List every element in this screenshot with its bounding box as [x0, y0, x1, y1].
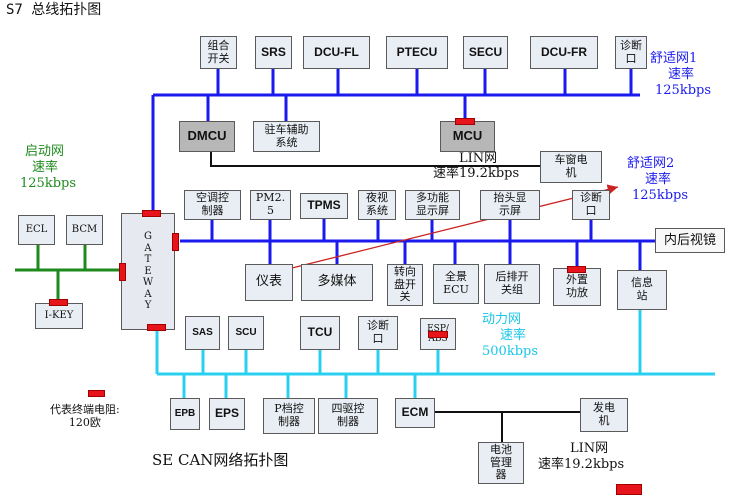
terminator-ikey — [49, 299, 68, 306]
annotation-arrow — [291, 184, 619, 269]
node-ikey: I-KEY — [35, 303, 83, 329]
node-ecl: ECL — [18, 215, 55, 245]
start-bus-name: 启动网 — [25, 144, 65, 159]
node-parking-assist: 驻车辅助 系统 — [253, 121, 320, 152]
node-epb: EPB — [170, 398, 200, 430]
node-rear-switch: 后排开 关组 — [484, 264, 540, 304]
terminator-gateway-right — [172, 233, 179, 251]
node-panoramic-ecu: 全景 ECU — [433, 264, 479, 304]
node-night-vision: 夜视 系统 — [358, 190, 396, 220]
node-inner-mirror: 内后视镜 — [655, 228, 725, 253]
comfort-bus-1-speed: 125kbps — [655, 83, 712, 98]
node-sas: SAS — [185, 316, 220, 350]
node-ptecu: PTECU — [386, 36, 448, 69]
lin-bus-2-name: LIN网 — [570, 441, 609, 456]
comfort-bus-2-speed: 125kbps — [632, 188, 689, 203]
node-awd: 四驱控 制器 — [318, 398, 378, 434]
lin-bus-1-speed: 速率19.2kbps — [433, 166, 520, 181]
terminator-ambient — [567, 266, 586, 273]
terminator-gateway-top — [142, 210, 161, 217]
comfort-bus-2-lines — [180, 219, 655, 270]
comfort-bus-1-name: 舒适网1 — [650, 51, 698, 66]
node-secu: SECU — [463, 36, 508, 69]
node-pm25: PM2. 5 — [250, 190, 291, 220]
node-diag-port-3: 诊断 口 — [358, 316, 398, 350]
node-dcu-fr: DCU-FR — [530, 36, 598, 69]
terminator-gateway-bottom — [147, 324, 166, 331]
diagram-caption: SE CAN网络拓扑图 — [152, 451, 289, 469]
comfort-bus-2-name: 舒适网2 — [627, 156, 675, 171]
start-bus-speed: 125kbps — [20, 176, 77, 191]
comfort-bus-1-speed-label: 速率 — [668, 67, 695, 82]
node-steering-switch: 转向 盘开 关 — [387, 264, 423, 306]
corner-mark — [616, 484, 642, 495]
node-mcu: MCU — [440, 121, 495, 152]
node-srs: SRS — [255, 36, 292, 69]
node-hud: 抬头显 示屏 — [480, 190, 540, 220]
node-scu: SCU — [228, 316, 264, 350]
node-tcu: TCU — [300, 316, 340, 350]
node-bcm: BCM — [66, 215, 103, 245]
lin-bus-2-speed: 速率19.2kbps — [538, 457, 625, 472]
node-diag-port-2: 诊断 口 — [572, 190, 610, 220]
comfort-bus-2-speed-label: 速率 — [645, 172, 672, 187]
node-gateway: G A T E W A Y — [121, 213, 175, 330]
node-battery-mgr: 电池 管理 器 — [478, 442, 524, 484]
node-esp-abs: ESP/ ABS — [420, 318, 456, 350]
terminator-mcu — [455, 118, 475, 125]
node-dmcu: DMCU — [179, 121, 235, 152]
legend-terminator-swatch — [88, 390, 105, 397]
node-diag-port-1: 诊断 口 — [615, 36, 647, 69]
node-eps: EPS — [209, 398, 245, 430]
power-bus-speed-label: 速率 — [500, 328, 527, 343]
node-ecm: ECM — [395, 398, 435, 428]
lin-bus-1-name: LIN网 — [459, 151, 498, 166]
node-window-motor: 车窗电 机 — [540, 151, 602, 183]
node-multi-display: 多功能 显示屏 — [405, 190, 460, 220]
terminator-esp-abs — [428, 331, 448, 338]
page-title: S7 总线拓扑图 — [6, 2, 102, 18]
node-generator: 发电 机 — [580, 398, 628, 432]
node-instrument: 仪表 — [245, 264, 293, 301]
power-bus-name: 动力网 — [482, 312, 522, 327]
start-bus-lines — [15, 245, 126, 303]
node-tpms: TPMS — [300, 193, 348, 219]
start-bus-speed-label: 速率 — [32, 160, 59, 175]
legend-label: 代表终端电阻: 120欧 — [50, 403, 120, 429]
node-combo-switch: 组合 开关 — [200, 36, 237, 69]
power-bus-lines — [155, 300, 715, 398]
node-multimedia: 多媒体 — [301, 264, 373, 301]
node-info-station: 信息 站 — [617, 270, 667, 310]
power-bus-speed: 500kbps — [482, 344, 539, 359]
lin-bus-2-lines — [433, 411, 601, 442]
lin-bus-1-lines — [210, 152, 540, 167]
node-dcu-fl: DCU-FL — [303, 36, 370, 69]
terminator-gateway-left — [119, 263, 126, 281]
node-ambient-light: 外置 功放 — [553, 268, 601, 306]
node-p-gear: P档控 制器 — [263, 398, 315, 434]
node-ac-controller: 空调控 制器 — [184, 190, 241, 220]
comfort-bus-1-lines — [151, 68, 640, 213]
